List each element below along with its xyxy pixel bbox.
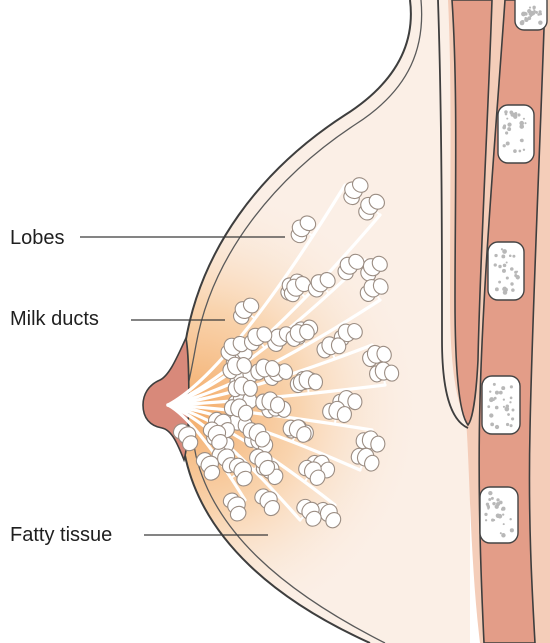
label-milk-ducts: Milk ducts xyxy=(10,308,99,330)
rib-speckle xyxy=(507,127,511,131)
rib-speckle xyxy=(510,282,513,285)
rib-speckle xyxy=(496,498,499,501)
rib-speckle xyxy=(506,142,510,146)
rib-speckle xyxy=(490,422,494,426)
rib-speckle xyxy=(503,290,507,294)
rib-speckle xyxy=(509,254,512,257)
label-lobes: Lobes xyxy=(10,227,65,249)
rib-speckle xyxy=(507,123,511,127)
rib-speckle xyxy=(503,264,507,268)
rib-speckle xyxy=(511,288,515,292)
rib-speckle xyxy=(491,497,494,500)
rib-speckle xyxy=(510,267,514,271)
rib-speckle xyxy=(519,150,522,153)
rib-speckle xyxy=(489,413,493,417)
rib-speckle xyxy=(506,423,509,426)
rib-speckle xyxy=(514,274,517,277)
rib-speckle xyxy=(488,498,491,501)
rib-speckle xyxy=(523,118,525,120)
rib-speckle xyxy=(510,424,513,427)
rib-speckle xyxy=(506,405,509,408)
rib-speckle xyxy=(489,390,491,392)
rib-speckle xyxy=(487,405,490,408)
rib-speckle xyxy=(484,513,487,516)
rib-speckle xyxy=(501,507,505,511)
rib-speckle xyxy=(510,396,513,399)
rib-speckle xyxy=(517,113,520,116)
rib-speckle xyxy=(501,386,505,390)
rib-speckle xyxy=(503,523,505,525)
rib-speckle xyxy=(503,406,505,408)
rib-speckle xyxy=(503,144,506,147)
rib-speckle xyxy=(507,413,510,416)
rib-speckle xyxy=(523,149,525,151)
rib-speckle xyxy=(495,406,499,410)
rib-speckle xyxy=(521,21,524,24)
rib-speckle xyxy=(492,502,495,505)
rib-speckle xyxy=(511,417,514,420)
rib-speckle xyxy=(512,255,515,258)
rib-speckle xyxy=(535,11,538,14)
rib-speckle xyxy=(488,491,492,495)
rib-speckle xyxy=(498,265,501,268)
rib-speckle xyxy=(523,12,527,16)
rib-speckle xyxy=(506,261,508,263)
rib-speckle xyxy=(505,131,508,134)
label-fatty-tissue: Fatty tissue xyxy=(10,524,112,546)
rib-4 xyxy=(482,376,520,434)
rib-speckle xyxy=(524,18,528,22)
rib-speckle xyxy=(510,385,513,388)
rib-speckle xyxy=(494,263,497,266)
rib-speckle xyxy=(503,399,505,401)
rib-speckle xyxy=(494,254,497,257)
rib-speckle xyxy=(502,287,506,291)
rib-speckle xyxy=(502,513,504,515)
rib-speckle xyxy=(494,397,497,400)
rib-speckle xyxy=(500,532,502,534)
rib-speckle xyxy=(506,276,509,279)
rib-speckle xyxy=(510,528,514,532)
rib-speckle xyxy=(495,425,499,429)
rib-speckle xyxy=(486,503,489,506)
rib-speckle xyxy=(513,149,517,153)
rib-speckle xyxy=(529,7,531,9)
rib-speckle xyxy=(520,139,523,142)
rib-speckle xyxy=(501,255,505,259)
rib-speckle xyxy=(505,113,508,116)
rib-speckle xyxy=(502,249,507,254)
rib-speckle xyxy=(509,111,513,115)
rib-speckle xyxy=(509,518,511,520)
rib-speckle xyxy=(512,409,515,412)
rib-speckle xyxy=(519,124,524,129)
rib-speckle xyxy=(538,20,542,24)
rib-speckle xyxy=(537,13,540,16)
rib-speckle xyxy=(506,118,508,120)
rib-speckle xyxy=(529,13,532,16)
rib-speckle xyxy=(496,502,500,506)
rib-speckle xyxy=(538,10,541,13)
rib-speckle xyxy=(501,248,503,250)
rib-speckle xyxy=(501,533,505,537)
rib-speckle xyxy=(517,277,519,279)
rib-speckle xyxy=(485,519,487,521)
rib-speckle xyxy=(491,518,494,521)
rib-speckle xyxy=(509,401,511,403)
rib-speckle xyxy=(495,391,499,395)
rib-speckle xyxy=(499,391,503,395)
rib-speckle xyxy=(498,281,501,284)
rib-speckle xyxy=(502,126,506,130)
rib-speckle xyxy=(496,513,500,517)
rib-speckle xyxy=(489,397,494,402)
rib-speckle xyxy=(502,269,506,273)
rib-speckle xyxy=(516,271,518,273)
rib-speckle xyxy=(495,287,499,291)
rib-speckle xyxy=(488,506,490,508)
rib-speckle xyxy=(524,122,526,124)
rib-speckle xyxy=(493,383,496,386)
rib-speckle xyxy=(533,7,536,10)
